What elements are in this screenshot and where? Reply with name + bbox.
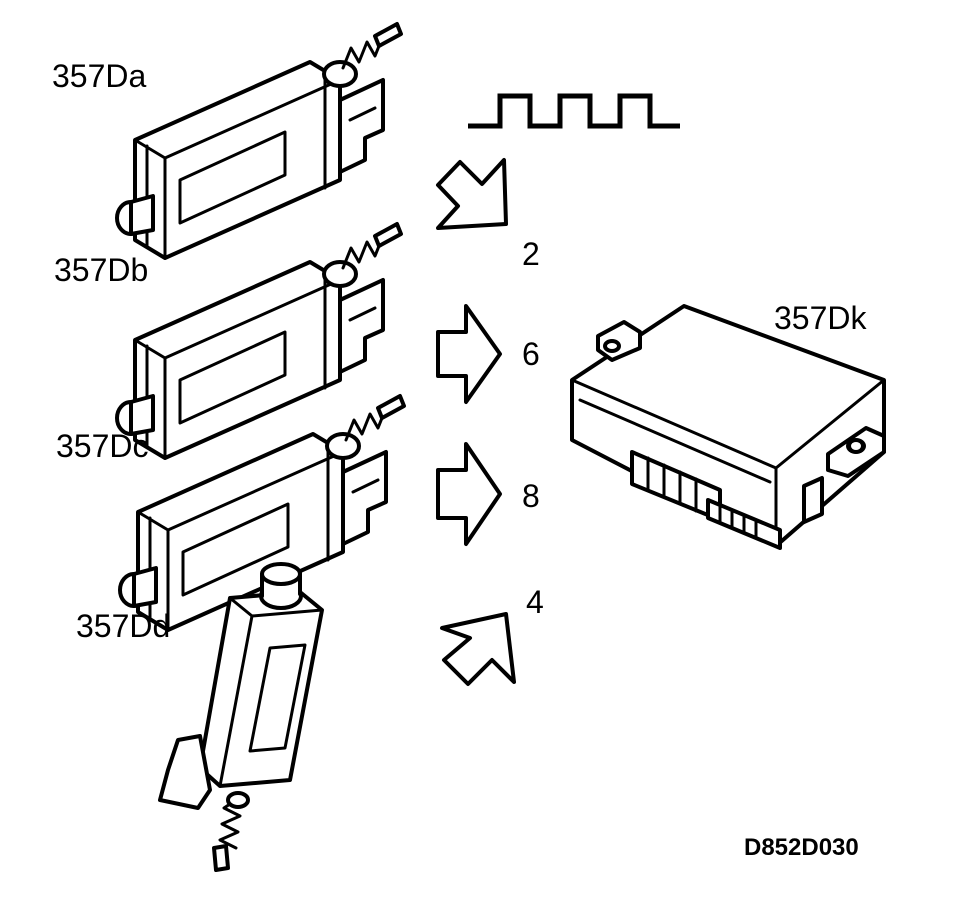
arrow-icon-from-357Dc: [436, 442, 502, 546]
figure-reference: D852D030: [744, 834, 859, 861]
pulse-signal-waveform: [468, 93, 680, 129]
motor-357Da: [115, 22, 403, 260]
motor-label-357Db: 357Db: [54, 252, 149, 288]
motor-label-357Dc: 357Dc: [56, 428, 149, 464]
control-unit-label: 357Dk: [774, 300, 867, 336]
arrow-icon-from-357Da: [436, 158, 508, 230]
motor-label-357Dd: 357Dd: [76, 608, 171, 644]
pin-number-6: 6: [522, 336, 540, 372]
pin-number-8: 8: [522, 478, 540, 514]
arrow-icon-from-357Dd: [440, 612, 516, 686]
control-unit-357Dk: [570, 304, 886, 550]
motor-357Dd: [158, 562, 324, 872]
motor-label-357Da: 357Da: [52, 58, 147, 94]
motor-357Db: [115, 222, 403, 460]
pin-number-4: 4: [526, 584, 544, 620]
pin-number-2: 2: [522, 236, 540, 272]
arrow-icon-from-357Db: [436, 304, 502, 404]
